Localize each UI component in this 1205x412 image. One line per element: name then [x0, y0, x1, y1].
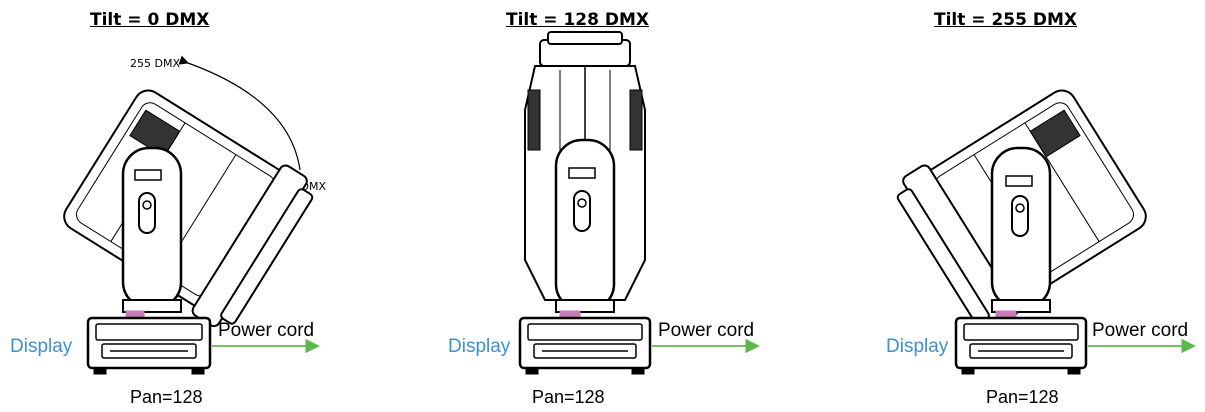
panel-title: Tilt = 255 DMX [934, 10, 1077, 30]
display-label: Display [448, 336, 511, 357]
pan-label: Pan=128 [532, 387, 605, 407]
power-cord-label: Power cord [218, 320, 315, 341]
power-cord-label: Power cord [658, 320, 755, 341]
fixture-2 [518, 31, 652, 375]
panel-tilt-128: Tilt = 128 DMX Display Power cord Pan=12… [400, 0, 800, 412]
fixture-head [63, 89, 314, 328]
fixture-1 [63, 89, 314, 375]
fixture-3 [896, 89, 1147, 375]
pan-label: Pan=128 [130, 387, 203, 407]
annotation-255-dmx: 255 DMX [130, 57, 180, 70]
panel-title: Tilt = 0 DMX [90, 10, 210, 30]
power-cord-label: Power cord [1092, 320, 1189, 341]
display-label: Display [10, 336, 73, 357]
display-label: Display [886, 336, 949, 357]
panel-tilt-255: Tilt = 255 DMX Display Power cord Pan=12… [800, 0, 1205, 412]
panel-title: Tilt = 128 DMX [506, 10, 649, 30]
pan-label: Pan=128 [986, 387, 1059, 407]
